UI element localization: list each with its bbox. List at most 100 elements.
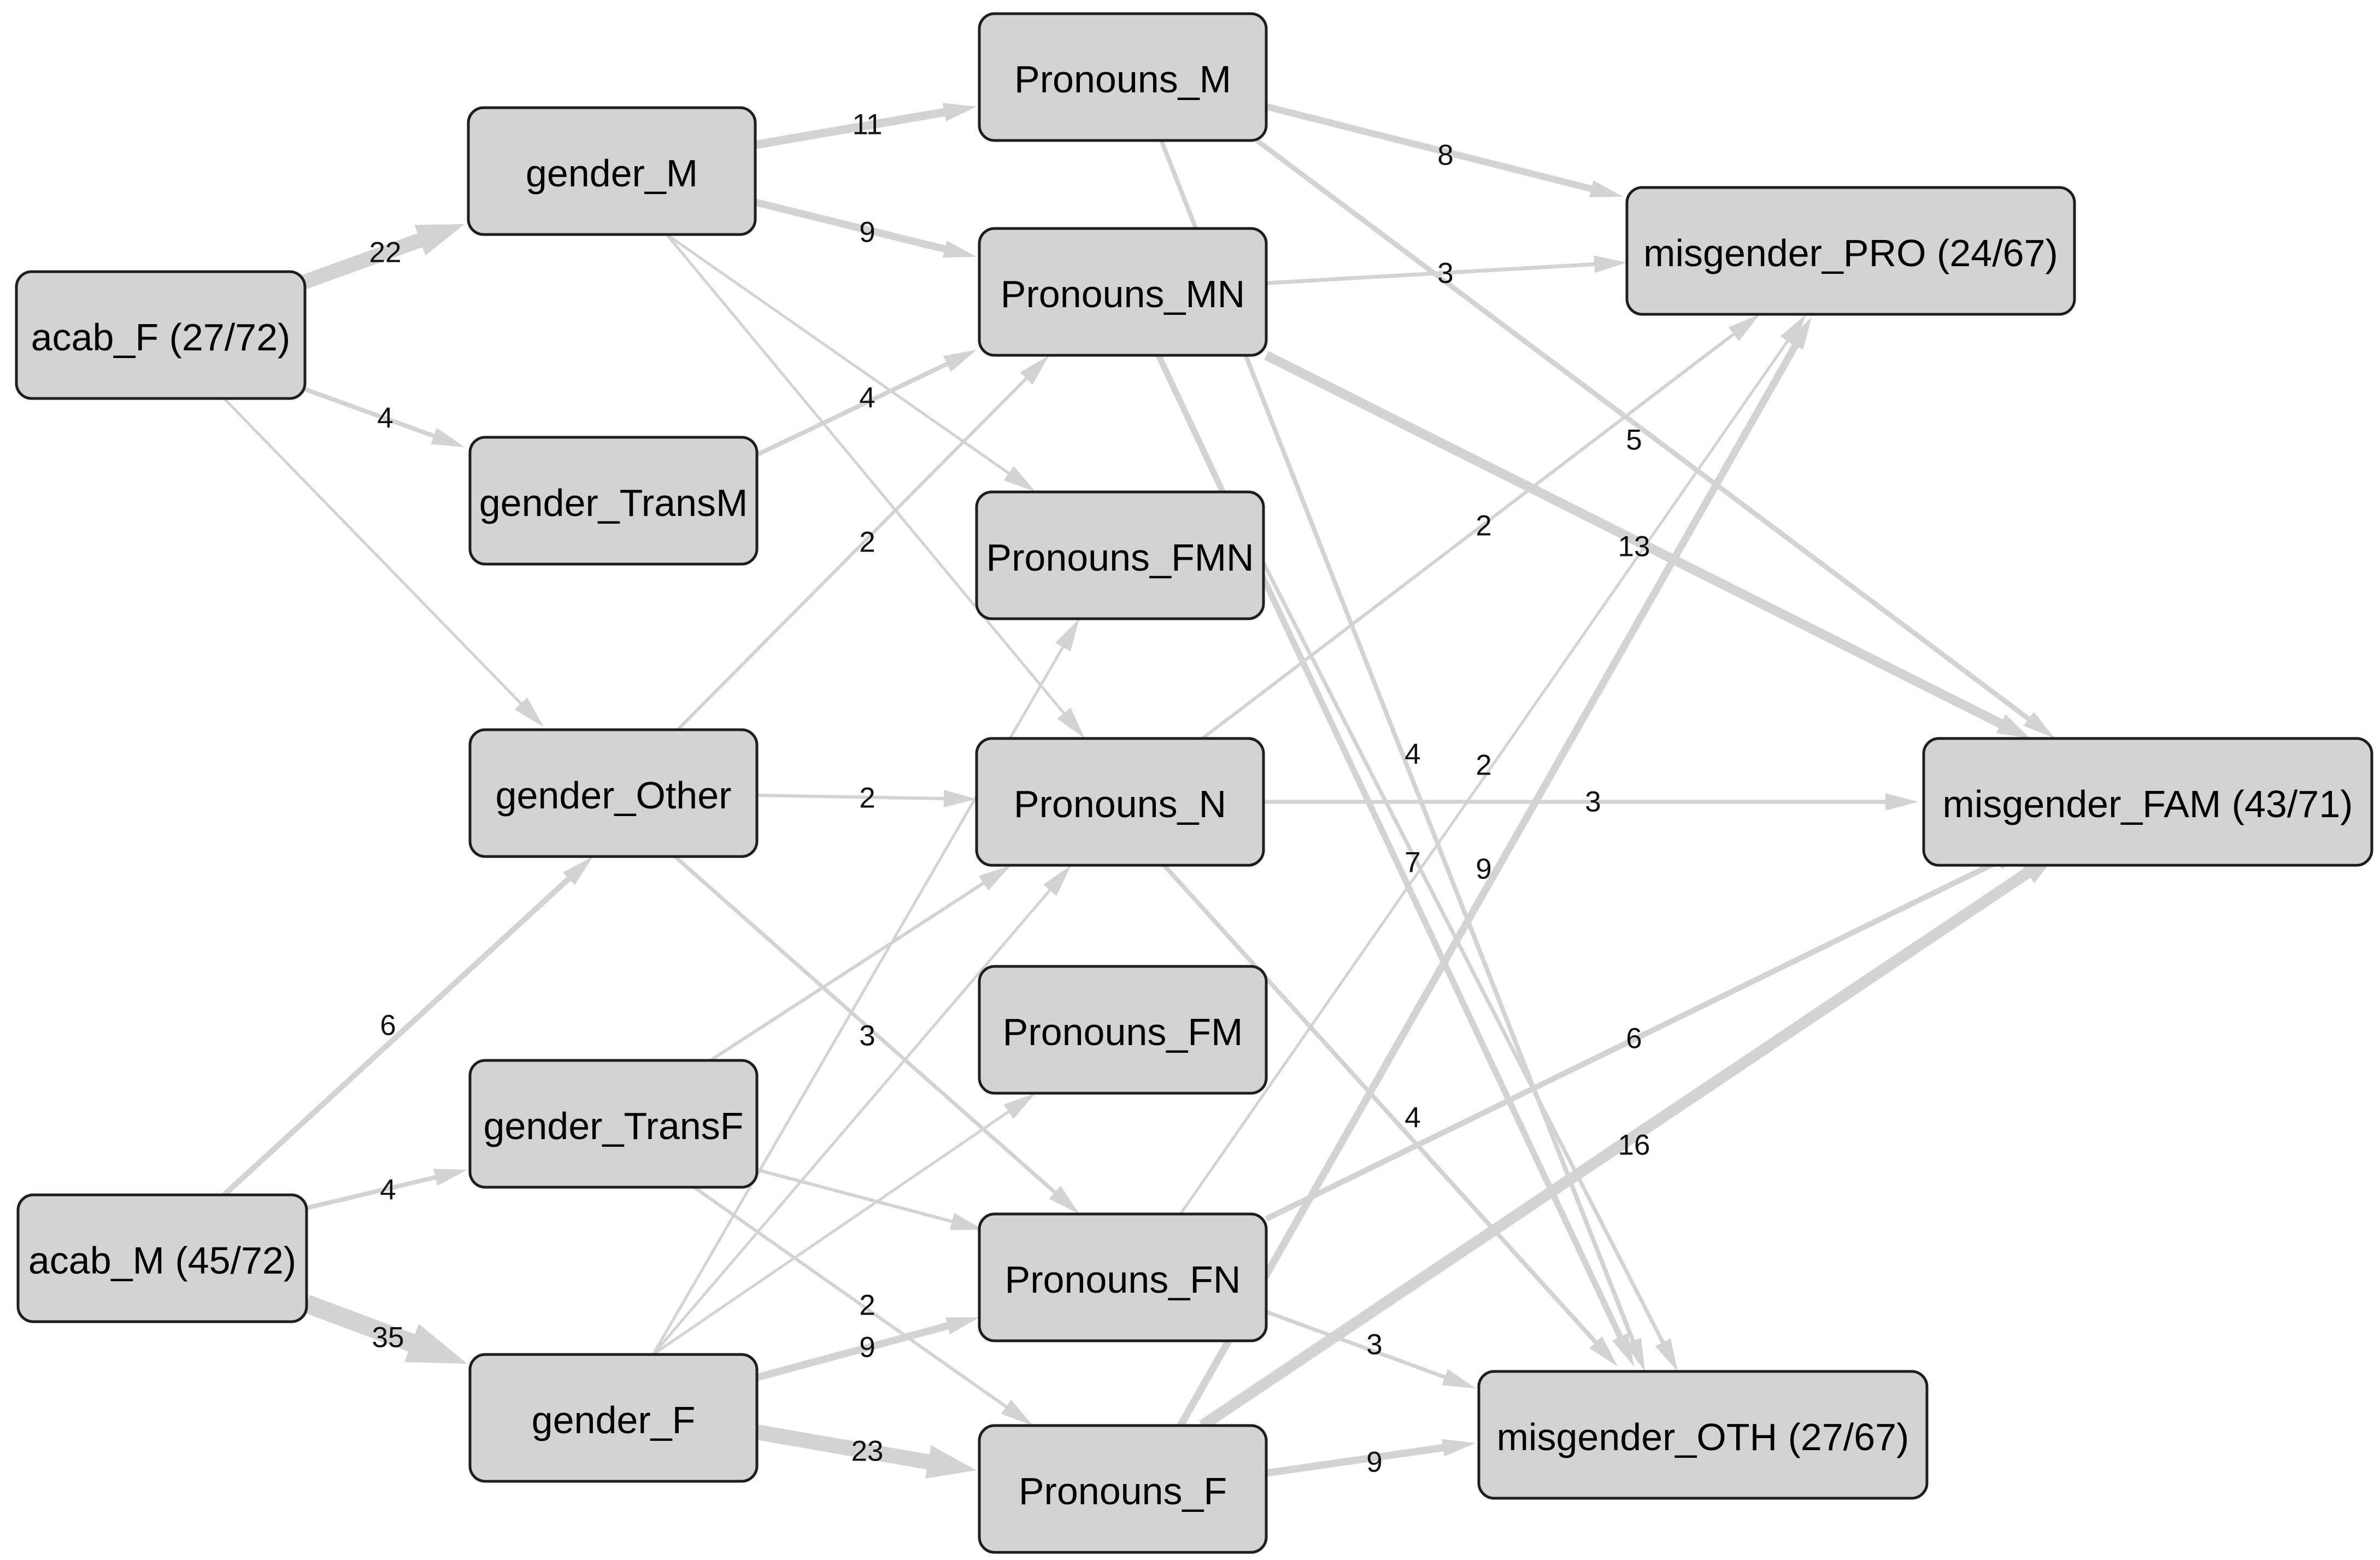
node-label: gender_TransF <box>484 1105 744 1147</box>
edge-weight-label: 4 <box>1405 738 1420 771</box>
edge-arrowhead <box>1057 707 1085 738</box>
edge-arrowhead <box>414 224 465 256</box>
edge-arrowhead <box>942 103 977 122</box>
node-label: acab_M (45/72) <box>28 1239 296 1282</box>
edge-weight-label: 4 <box>1405 1102 1420 1134</box>
edge-Pronouns_FN-to-misgender_OTH <box>1265 1310 1476 1388</box>
node-label: Pronouns_FM <box>1003 1011 1243 1053</box>
node-label: Pronouns_FMN <box>986 536 1254 579</box>
edge-Pronouns_MN-to-misgender_PRO <box>1266 255 1627 285</box>
edge-Pronouns_F-to-misgender_OTH <box>1266 1439 1476 1477</box>
edge-gender_F-to-Pronouns_FM <box>652 1093 1036 1356</box>
edge-weight-label: 2 <box>859 526 875 559</box>
node-box <box>468 436 759 566</box>
edge-Pronouns_FN-to-misgender_PRO <box>1177 317 1812 1428</box>
node-box <box>978 1212 1268 1342</box>
edge-weight-label: 3 <box>859 1020 875 1052</box>
node-misgender-pro: misgender_PRO (24/67) <box>1625 186 2076 316</box>
edge-arrowhead <box>1442 1439 1476 1457</box>
edge-weight-label: 2 <box>859 782 875 814</box>
edge-weight-label: 8 <box>1437 139 1453 172</box>
edge-Pronouns_M-to-misgender_PRO <box>1265 103 1623 197</box>
edge-arrowhead <box>1003 466 1036 492</box>
edge-line <box>1266 262 1597 285</box>
edge-line <box>1162 864 1599 1346</box>
node-pronouns-fmn: Pronouns_FMN <box>975 490 1265 620</box>
node-box <box>975 490 1265 620</box>
edge-line <box>1255 138 2032 723</box>
edge-acab_M-to-gender_F <box>303 1295 467 1364</box>
edge-arrowhead <box>431 427 465 447</box>
edge-line <box>1265 103 1595 193</box>
edge-weight-label: 3 <box>1366 1329 1382 1361</box>
edge-acab_M-to-gender_Other <box>222 857 593 1197</box>
node-label: misgender_OTH (27/67) <box>1497 1416 1909 1458</box>
node-label: Pronouns_N <box>1014 783 1226 825</box>
edge-gender_M-to-Pronouns_MN <box>754 198 977 258</box>
edge-arrowhead <box>949 1213 984 1230</box>
edge-line <box>222 875 573 1197</box>
edge-gender_TransM-to-Pronouns_MN <box>756 350 977 457</box>
edge-arrowhead <box>925 1445 977 1479</box>
edge-line <box>652 1109 1012 1356</box>
node-box <box>467 106 757 236</box>
edge-arrowhead <box>1589 1336 1618 1367</box>
node-label: Pronouns_M <box>1014 58 1231 101</box>
edge-weight-label: 3 <box>1437 257 1453 290</box>
node-gender-m: gender_M <box>467 106 757 236</box>
edge-gender_TransF-to-Pronouns_F <box>693 1186 1033 1426</box>
edge-gender_M-to-Pronouns_FMN <box>666 233 1036 492</box>
edge-line <box>1266 1444 1446 1477</box>
edge-line <box>223 397 524 706</box>
node-label: misgender_FAM (43/71) <box>1943 783 2353 825</box>
edge-arrowhead <box>1442 1369 1476 1388</box>
edge-weight-label: 35 <box>372 1322 404 1354</box>
node-label: gender_Other <box>496 774 732 817</box>
edge-line <box>1179 338 1790 1215</box>
node-label: Pronouns_MN <box>1001 273 1245 315</box>
edge-arrowhead <box>404 1323 467 1364</box>
edge-line <box>709 880 986 1062</box>
node-box <box>978 1424 1268 1554</box>
edge-acab_F-to-gender_Other <box>223 397 544 727</box>
node-label: misgender_PRO (24/67) <box>1643 232 2058 274</box>
edge-line <box>652 887 1053 1356</box>
node-misgender-oth: misgender_OTH (27/67) <box>1477 1370 1929 1500</box>
edge-arrowhead <box>433 1169 467 1186</box>
edge-weight-label: 3 <box>1585 786 1601 818</box>
edge-arrowhead <box>1996 714 2030 738</box>
edge-arrowhead <box>1594 255 1627 273</box>
edge-line <box>303 1295 417 1353</box>
edge-weight-label: 7 <box>1405 847 1420 879</box>
edge-line <box>756 1168 955 1224</box>
nodes-layer: acab_F (27/72) acab_M (45/72) gender_Mgend… <box>15 12 2373 1554</box>
edge-arrowhead <box>1655 1338 1678 1371</box>
node-acab-f: acab_F (27/72) <box>15 270 307 400</box>
edge-weight-label: 13 <box>1618 531 1650 563</box>
edge-weight-label: 2 <box>859 1289 875 1322</box>
edge-weight-label: 5 <box>1626 424 1642 456</box>
edge-weight-label: 2 <box>1476 749 1491 782</box>
node-box <box>978 227 1268 357</box>
edge-arrowhead <box>943 789 977 807</box>
edge-arrowhead <box>1043 865 1071 896</box>
edge-Pronouns_MN-to-misgender_FAM <box>1264 351 2030 738</box>
node-box <box>978 965 1268 1095</box>
edge-Pronouns_M-to-misgender_FAM <box>1255 138 2055 738</box>
edge-line <box>676 376 1029 731</box>
node-label: Pronouns_F <box>1019 1470 1227 1512</box>
node-label: gender_TransM <box>479 482 748 524</box>
edge-gender_Other-to-Pronouns_N <box>756 789 977 807</box>
edge-arrowhead <box>978 865 1011 891</box>
edge-Pronouns_N-to-misgender_PRO <box>1201 314 1760 740</box>
node-box <box>15 270 307 400</box>
edge-weight-label: 4 <box>859 382 875 414</box>
edge-arrowhead <box>1589 180 1623 197</box>
edge-weight-label: 23 <box>851 1435 884 1468</box>
edge-weight-label: 6 <box>1626 1023 1642 1055</box>
edge-weight-label: 6 <box>380 1010 396 1042</box>
edge-gender_TransF-to-Pronouns_N <box>709 865 1011 1062</box>
edge-Pronouns_FM-to-misgender_PRO <box>1179 314 1806 1215</box>
edge-line <box>304 387 437 439</box>
node-gender-f: gender_F <box>468 1353 759 1483</box>
